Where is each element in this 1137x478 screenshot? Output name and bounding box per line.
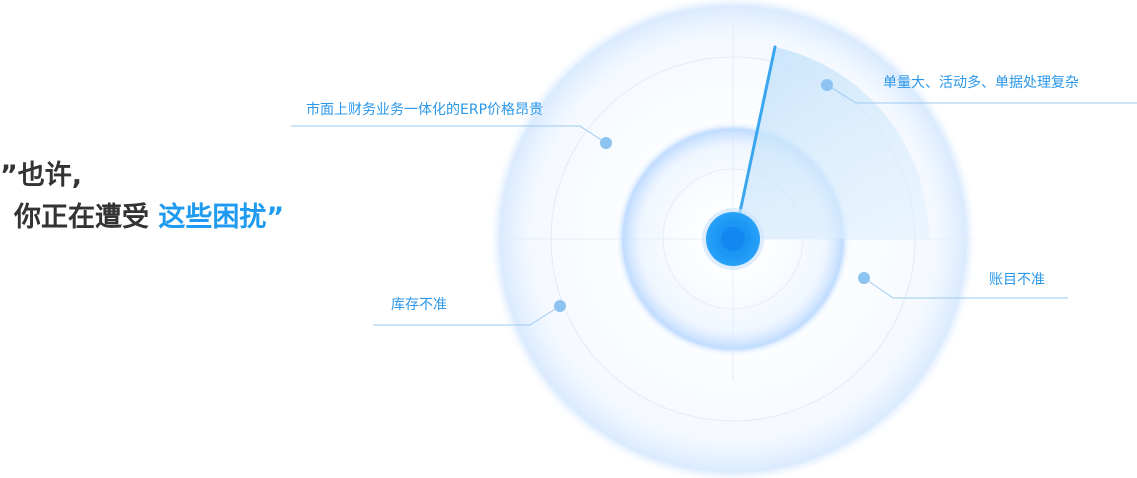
point-dot-erp <box>600 137 612 149</box>
headline-line-1: ”也许, <box>0 160 83 191</box>
headline-highlight: 这些困扰” <box>158 202 285 233</box>
label-erp-expensive: 市面上财务业务一体化的ERP价格昂贵 <box>306 102 544 118</box>
label-inaccurate-inventory: 库存不准 <box>391 297 447 313</box>
label-high-volume: 单量大、活动多、单据处理复杂 <box>883 75 1079 91</box>
point-dot-accounts <box>858 272 870 284</box>
point-dot-volume <box>821 79 833 91</box>
radar-sweep-edge <box>738 45 777 214</box>
headline-prefix: 你正在遭受 <box>14 202 149 233</box>
radar-sweep <box>733 47 930 239</box>
label-inaccurate-accounts: 账目不准 <box>989 272 1045 288</box>
point-dot-inventory <box>554 300 566 312</box>
leader-line-accounts <box>863 277 1068 299</box>
headline-line-2: 你正在遭受 这些困扰” <box>0 197 284 239</box>
leader-line-inventory <box>373 305 561 326</box>
center-dot-core <box>721 227 745 251</box>
headline: ”也许, 你正在遭受 这些困扰” <box>0 155 284 239</box>
leader-line-erp <box>291 125 607 144</box>
leader-line-volume <box>826 84 1137 104</box>
